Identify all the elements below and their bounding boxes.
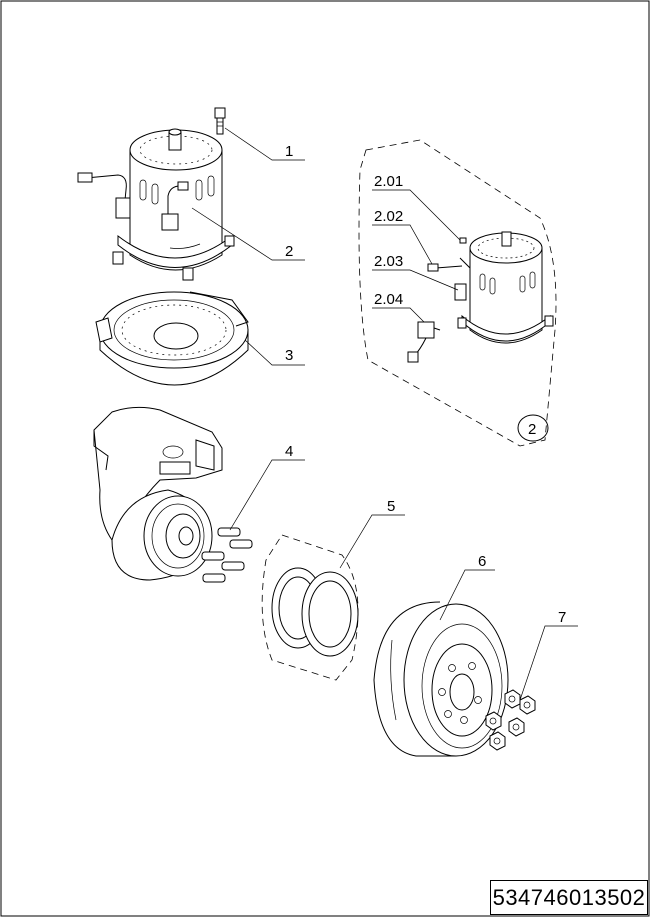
callout-2-02: 2.02 bbox=[374, 208, 403, 225]
part-number: 534746013502 bbox=[492, 884, 646, 910]
callout-2-03: 2.03 bbox=[374, 253, 403, 270]
callout-4: 4 bbox=[285, 443, 293, 460]
callout-2-04: 2.04 bbox=[374, 291, 403, 308]
callout-7: 7 bbox=[558, 609, 566, 626]
motor-subassembly-group-2 bbox=[358, 139, 557, 447]
part-number-box: 534746013502 bbox=[490, 880, 648, 915]
group-2-marker: 2 bbox=[528, 421, 536, 438]
nuts-part-7 bbox=[485, 689, 536, 751]
callout-2-01: 2.01 bbox=[374, 173, 403, 190]
motor-part-2 bbox=[77, 128, 235, 281]
bearing-ring-part-3 bbox=[95, 291, 249, 386]
callout-3: 3 bbox=[285, 347, 293, 364]
seal-rings-part-5 bbox=[261, 534, 359, 681]
callout-1: 1 bbox=[285, 143, 293, 160]
gearbox-housing bbox=[93, 406, 223, 581]
bolt-part-1 bbox=[214, 107, 226, 135]
callout-6: 6 bbox=[478, 553, 486, 570]
leader-lines bbox=[191, 127, 578, 701]
callout-2: 2 bbox=[285, 243, 293, 260]
studs-part-4 bbox=[201, 527, 253, 583]
wheel-part-6 bbox=[373, 601, 509, 757]
callout-5: 5 bbox=[387, 498, 395, 515]
